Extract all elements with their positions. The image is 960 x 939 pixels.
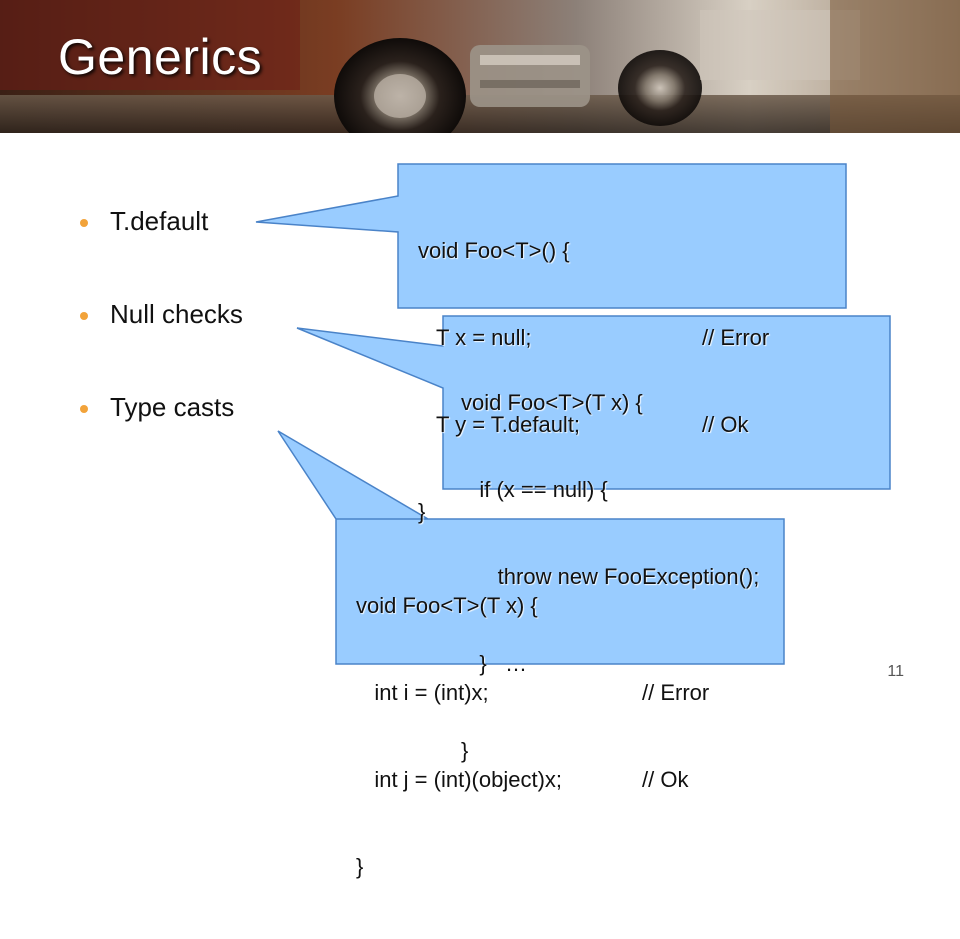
- code-line: T y = T.default; // Ok: [418, 410, 749, 439]
- code-text: }: [356, 854, 364, 879]
- code-text: } …: [461, 651, 528, 676]
- code-comment: // Ok: [702, 412, 749, 437]
- code-line: throw new FooException();: [461, 562, 760, 591]
- code-line: }: [356, 852, 380, 881]
- code-comment: // Error: [642, 680, 710, 705]
- code-text: T y = T.default;: [418, 412, 581, 437]
- code-line: }: [461, 736, 485, 765]
- code-comment: // Error: [702, 325, 770, 350]
- code-line: void Foo<T>(T x) {: [356, 591, 538, 620]
- code-line: int j = (int)(object)x; // Ok: [356, 765, 688, 794]
- code-snippet-default: void Foo<T>() { T x = null; // Error T y…: [418, 178, 769, 555]
- code-snippet-null-check: void Foo<T>(T x) { if (x == null) { thro…: [461, 330, 760, 794]
- code-text: int i = (int)x;: [356, 680, 489, 705]
- page-number: 11: [887, 663, 904, 680]
- code-text: if (x == null) {: [461, 477, 608, 502]
- code-text: int j = (int)(object)x;: [356, 767, 563, 792]
- code-line: if (x == null) {: [461, 475, 607, 504]
- code-line: T x = null; // Error: [418, 323, 769, 352]
- callout-bubble-default: [255, 163, 847, 309]
- code-line: }: [418, 497, 442, 526]
- code-text: throw new FooException();: [461, 564, 760, 589]
- code-comment: // Ok: [642, 767, 689, 792]
- callout-bubble-type-cast: [277, 430, 785, 665]
- code-line: void Foo<T>() {: [418, 236, 570, 265]
- bullet-dot-icon: [80, 312, 88, 320]
- callout-shapes: [255, 163, 891, 665]
- code-text: T x = null;: [418, 325, 532, 350]
- code-text: void Foo<T>(T x) {: [461, 390, 643, 415]
- slide-title: Generics: [58, 29, 263, 85]
- code-snippet-type-cast: void Foo<T>(T x) { int i = (int)x; // Er…: [356, 533, 709, 910]
- bullet-label: T.default: [110, 206, 209, 236]
- header-banner: Generics: [0, 0, 960, 133]
- bullet-dot-icon: [80, 405, 88, 413]
- bullet-label: Null checks: [110, 299, 243, 329]
- code-line: } …: [461, 649, 527, 678]
- truck-photo: [0, 0, 960, 133]
- bullet-label: Type casts: [110, 392, 235, 422]
- callout-bubble-null-check: [296, 315, 891, 490]
- code-text: }: [461, 738, 469, 763]
- code-text: void Foo<T>() {: [418, 238, 570, 263]
- code-line: void Foo<T>(T x) {: [461, 388, 643, 417]
- code-line: int i = (int)x; // Error: [356, 678, 709, 707]
- bullet-dot-icon: [80, 219, 88, 227]
- code-text: }: [418, 499, 426, 524]
- code-text: void Foo<T>(T x) {: [356, 593, 538, 618]
